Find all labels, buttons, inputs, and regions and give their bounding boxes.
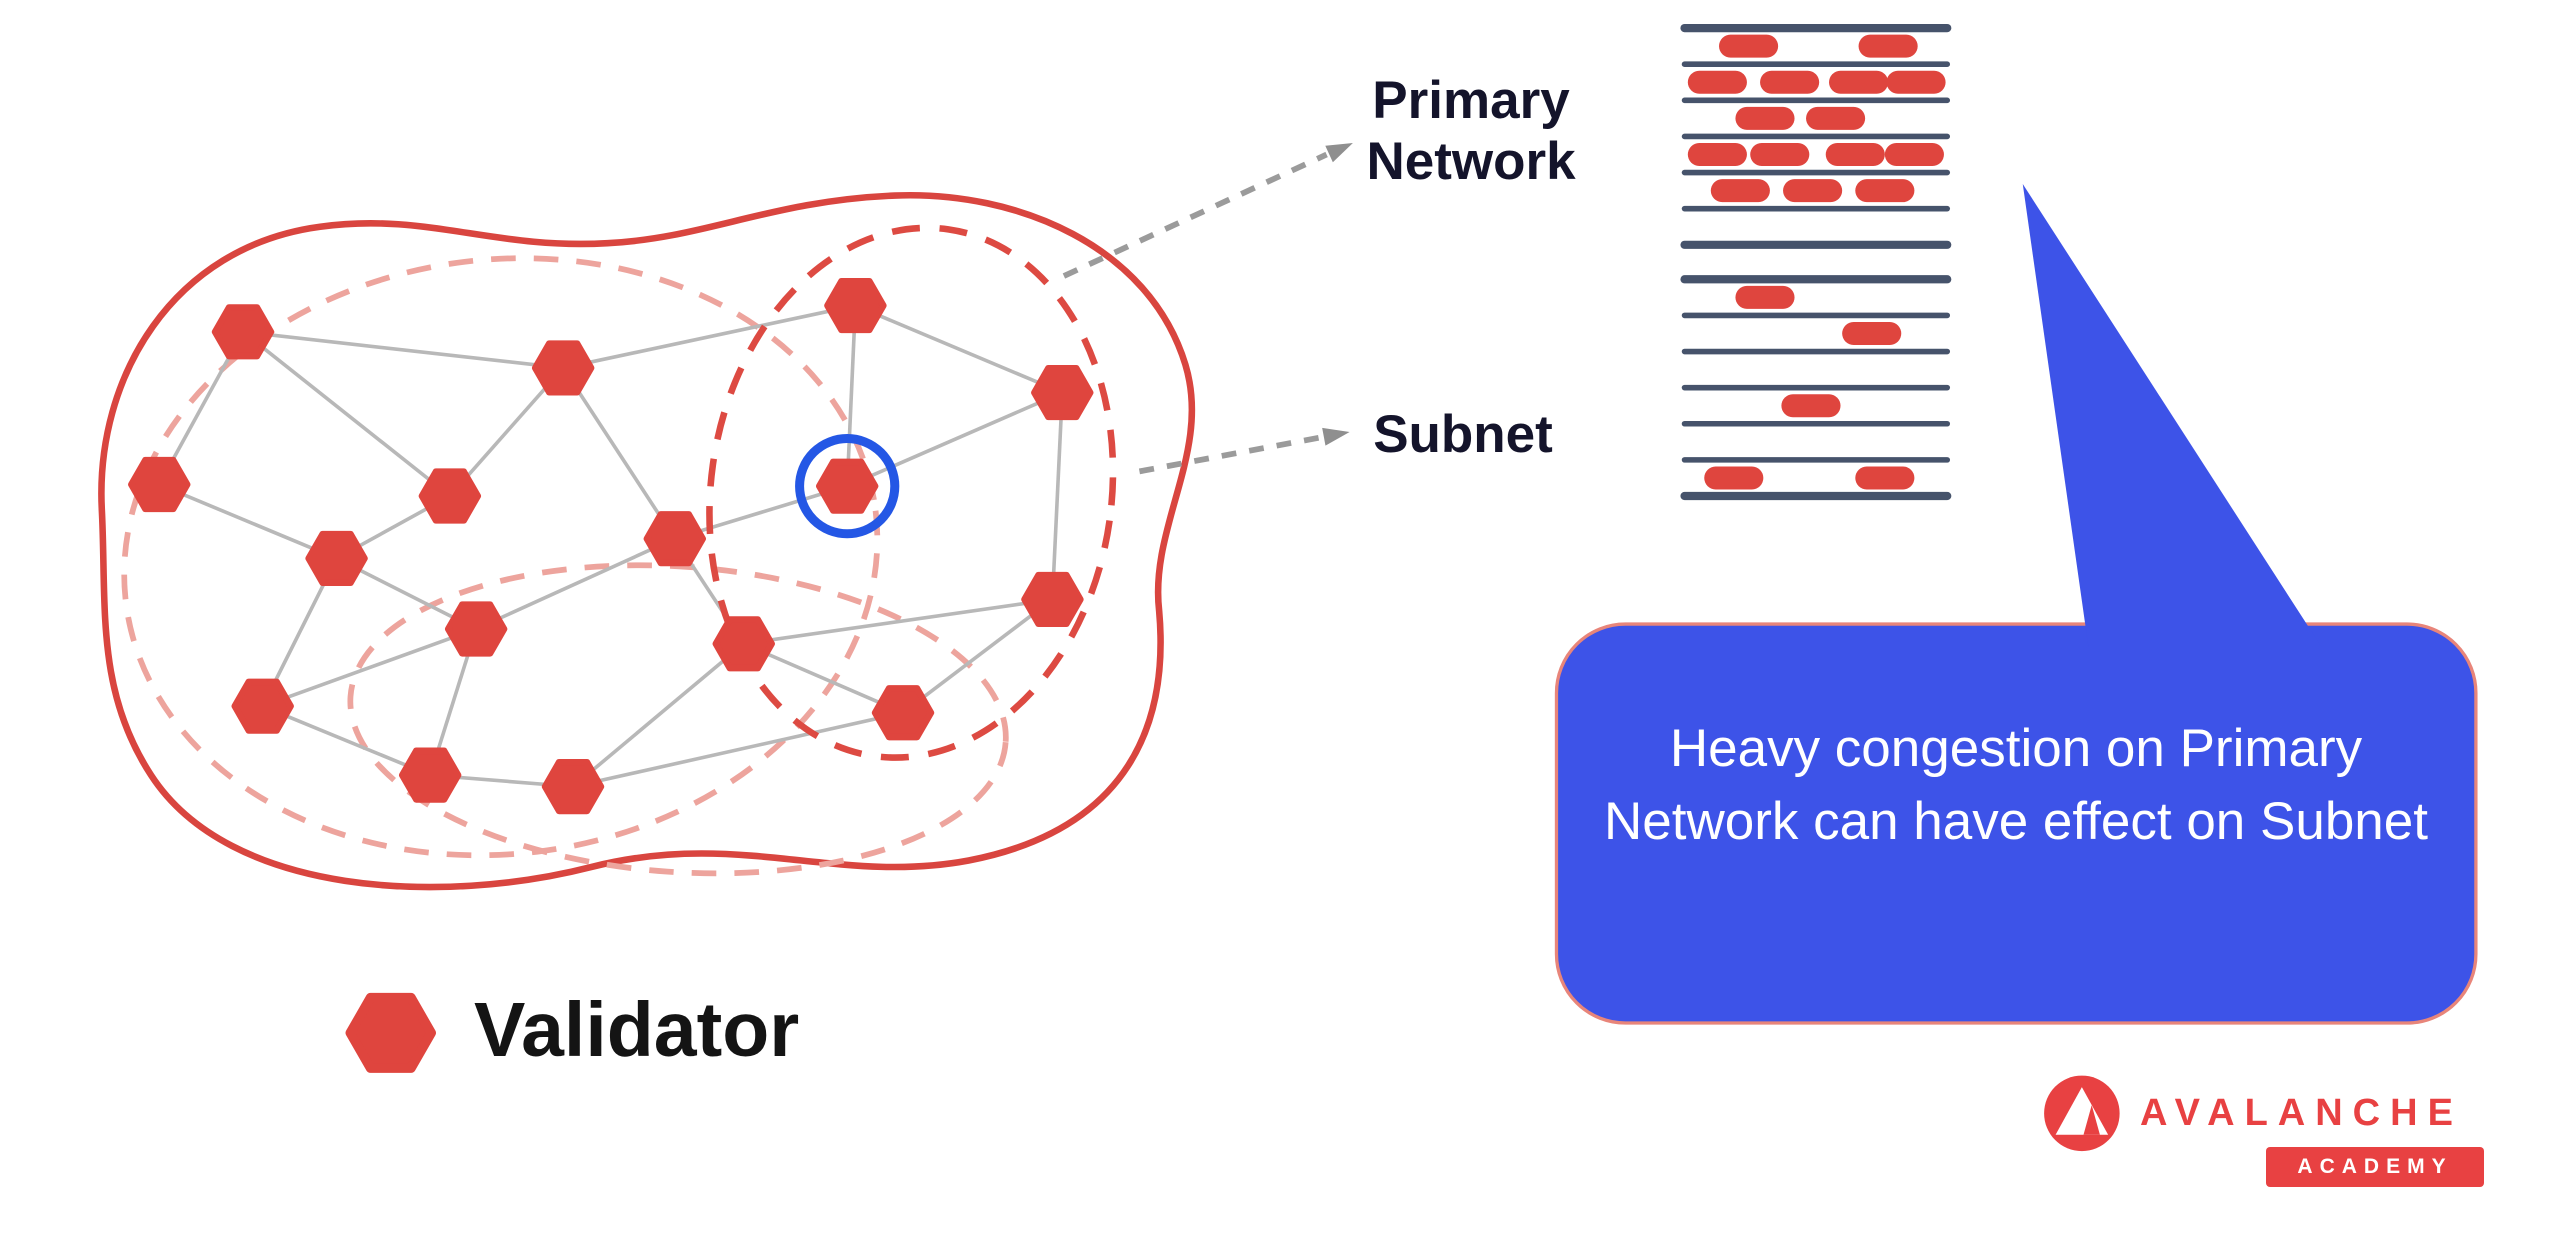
transaction-pill <box>1781 394 1841 418</box>
network-edge <box>242 330 564 370</box>
legend-validator-hexagon <box>350 998 431 1068</box>
network-edge <box>262 627 477 708</box>
validator-node <box>215 308 271 357</box>
validator-node <box>545 762 601 811</box>
arrowhead-icon <box>1325 143 1353 163</box>
network-edge <box>158 482 338 561</box>
validator-node <box>235 682 291 731</box>
validator-node <box>309 534 365 583</box>
network-edge <box>845 305 858 487</box>
transaction-pill <box>1687 70 1747 94</box>
transaction-pill <box>1829 70 1889 94</box>
transaction-pill <box>1750 143 1810 166</box>
network-edge <box>854 303 1063 395</box>
primary-network-outline <box>98 191 1196 891</box>
validator-node <box>131 460 187 509</box>
validator-node <box>1034 368 1090 417</box>
transaction-pill <box>1825 143 1885 166</box>
subnet-label: Subnet <box>1373 405 1553 464</box>
callout-pointer <box>2022 184 2322 648</box>
validator-node <box>716 619 772 668</box>
transaction-pill <box>1884 143 1944 166</box>
network-edge <box>241 330 451 498</box>
primary-network-congestion-diagram <box>1680 23 1952 249</box>
callout-text: Heavy congestion on Primary Network can … <box>1604 719 2428 852</box>
validator-nodes <box>131 281 1090 811</box>
arrow-to-subnet <box>1138 427 1350 475</box>
network-edge <box>262 704 431 777</box>
validator-node <box>448 605 504 654</box>
transaction-pill <box>1704 466 1764 490</box>
network-edge <box>475 537 676 631</box>
arrow-to-primary-network <box>1062 143 1353 279</box>
network-edge <box>901 598 1054 715</box>
arrowhead-icon <box>1322 427 1350 446</box>
network-edge <box>743 642 904 715</box>
transaction-pill <box>1855 466 1915 490</box>
network-edge <box>572 710 904 789</box>
network-edge <box>571 642 745 789</box>
transaction-pill <box>1806 106 1866 130</box>
primary-network-label: Primary Network <box>1366 71 1576 192</box>
validator-legend-label: Validator <box>474 987 800 1073</box>
transaction-pill <box>1858 34 1918 58</box>
subnet-ellipse-bottom <box>347 562 1009 877</box>
transaction-pill <box>1760 70 1820 94</box>
transaction-pill <box>1886 70 1946 94</box>
transaction-pill <box>1687 143 1747 166</box>
validator-node <box>422 472 478 521</box>
network-edge <box>846 390 1063 488</box>
transaction-pill <box>1855 179 1915 203</box>
avalanche-wordmark: AVALANCHE <box>2140 1092 2463 1134</box>
callout-bubble <box>1554 184 2478 1025</box>
transaction-pill <box>1719 34 1779 58</box>
validator-node <box>535 344 591 393</box>
network-edge <box>561 366 677 540</box>
validator-node <box>1025 575 1081 624</box>
academy-badge: ACADEMY <box>2266 1147 2484 1187</box>
validator-node <box>827 281 883 330</box>
validator-node <box>402 751 458 800</box>
validator-node <box>647 514 703 563</box>
network-edge <box>1050 392 1065 600</box>
transaction-pill <box>1783 179 1843 203</box>
transaction-pill <box>1735 106 1795 130</box>
network-edge <box>743 597 1053 646</box>
network-edge <box>674 484 848 541</box>
transaction-pill <box>1735 285 1795 309</box>
validator-node <box>819 462 875 511</box>
network-edge <box>562 303 856 370</box>
avalanche-logo-icon <box>2044 1075 2120 1152</box>
subnet-congestion-diagram <box>1680 275 1952 501</box>
transaction-pill <box>1842 321 1902 345</box>
highlighted-validator-circle <box>795 434 900 539</box>
transaction-pill <box>1710 179 1770 203</box>
validator-node <box>875 688 931 737</box>
